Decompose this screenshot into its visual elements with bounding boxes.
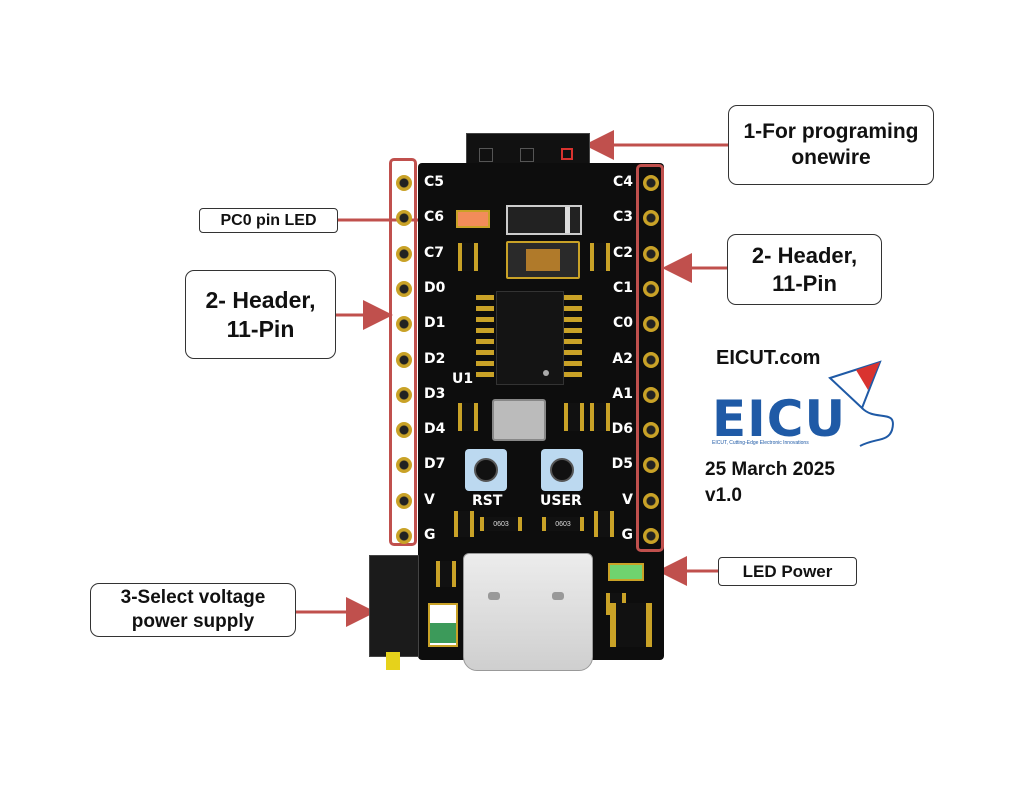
rst-button[interactable] (465, 449, 507, 491)
left-pin-pad (396, 528, 412, 544)
resistor-2 (458, 403, 478, 431)
right-pin-label: D6 (611, 421, 633, 438)
capacitor-top (506, 241, 580, 279)
right-pin-label: A2 (612, 350, 633, 367)
resistor-8 (436, 561, 456, 587)
left-pin-label: C7 (424, 244, 445, 261)
right-pin-label: C4 (612, 174, 633, 190)
left-pin-label: V (424, 491, 435, 508)
right-pin-label: G (621, 527, 634, 543)
left-pin-pad (396, 316, 412, 333)
left-pin-pad (396, 351, 412, 368)
left-pin-label: D2 (424, 350, 446, 367)
user-button[interactable] (541, 449, 583, 491)
usb-c-connector (463, 553, 593, 671)
right-pin-pad (643, 175, 659, 191)
right-pin-pad (643, 422, 659, 439)
site-name: EICUT.com (716, 347, 821, 369)
left-pin-label: D3 (424, 385, 446, 402)
right-pin-pad (643, 351, 659, 368)
callout-led-power: LED Power (718, 557, 857, 586)
callout-header-left: 2- Header, 11-Pin (185, 270, 336, 359)
right-pin-pad (643, 386, 659, 403)
left-pin-label: G (424, 527, 436, 543)
left-pin-pad (396, 175, 412, 191)
right-pin-pad (643, 210, 659, 227)
brand-version: v1.0 (705, 485, 742, 506)
left-pin-label: D0 (424, 279, 446, 296)
pc0-led (456, 210, 490, 228)
left-pin-pad (396, 492, 412, 509)
left-pin-label: D7 (424, 456, 446, 473)
user-label: USER (540, 493, 582, 509)
resistor-7 (594, 511, 614, 537)
left-pin-pad (396, 386, 412, 403)
switch-lever (386, 652, 400, 670)
left-pin-pad (396, 245, 412, 262)
left-pin-label: D4 (424, 421, 446, 438)
resistor-0603-a: 0603 (480, 517, 522, 531)
resistor-6 (454, 511, 474, 537)
right-pin-label: D5 (611, 456, 633, 473)
right-pin-pad (643, 280, 659, 297)
resistor-1 (458, 243, 478, 271)
mcu-chip (496, 291, 564, 385)
left-pin-pad (396, 210, 412, 227)
pin1-marker (561, 148, 573, 160)
right-pin-label: A1 (612, 385, 633, 402)
capacitor-green (428, 603, 458, 647)
callout-pc0-led: PC0 pin LED (199, 208, 338, 233)
power-led (608, 563, 644, 581)
right-pin-label: C1 (612, 279, 633, 296)
left-pin-pad (396, 422, 412, 439)
right-pin-pad (643, 457, 659, 474)
right-pin-label: C0 (612, 315, 633, 332)
right-pin-pad (643, 316, 659, 333)
left-pin-label: D1 (424, 315, 446, 332)
mcu-pins (476, 295, 582, 377)
resistor-3 (564, 403, 584, 431)
u1-label: U1 (452, 371, 474, 387)
callout-header-right: 2- Header, 11-Pin (727, 234, 882, 305)
resistor-0603-b: 0603 (542, 517, 584, 531)
logo-tagline: EICUT, Cutting-Edge Electronic Innovatio… (712, 440, 809, 446)
logo-text: EICU (712, 390, 847, 448)
eicut-logo: EICU EICUT, Cutting-Edge Electronic Inno… (712, 390, 902, 454)
right-pin-label: C2 (612, 244, 633, 261)
kite-icon (828, 360, 894, 447)
left-pin-pad (396, 457, 412, 474)
brand-date: 25 March 2025 (705, 459, 835, 480)
right-pin-strip (636, 164, 664, 552)
crystal (492, 399, 546, 441)
right-pin-pad (643, 245, 659, 262)
left-pin-label: C6 (424, 209, 445, 226)
right-pin-label: V (622, 491, 633, 508)
resistor-5 (590, 243, 610, 271)
voltage-select-switch[interactable] (369, 555, 419, 657)
right-pin-pad (643, 528, 659, 544)
callout-select-voltage: 3-Select voltage power supply (90, 583, 296, 637)
left-pin-pad (396, 280, 412, 297)
right-pin-pad (643, 492, 659, 509)
left-pin-strip (389, 158, 417, 546)
rst-label: RST (472, 493, 503, 509)
left-pin-label: C5 (424, 174, 445, 190)
callout-programming: 1-For programing onewire (728, 105, 934, 185)
resistor-4 (590, 403, 610, 431)
regulator (610, 603, 652, 647)
diode (506, 205, 582, 235)
right-pin-label: C3 (612, 209, 633, 226)
